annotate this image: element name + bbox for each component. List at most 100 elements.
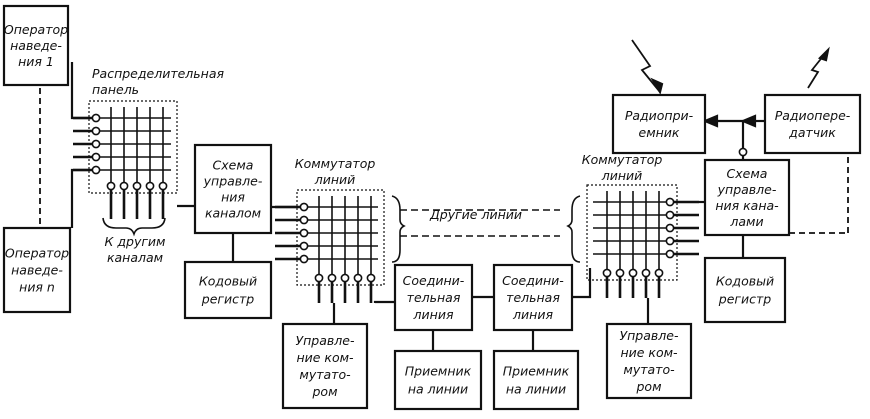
connecting-line-2-line-1: Соедини- [502,273,564,288]
arrow-from-radio-transmitter [740,114,757,128]
distribution-panel-grid-col-contact-2 [119,181,129,191]
operator-1-line-2: наведе- [10,38,62,53]
line-switch-left-grid-row-contact-2 [299,215,309,225]
channel-control-right-line-3: ния кана- [715,198,779,213]
channel-control-left-line-1: Схема [213,158,254,173]
line-receiver-1-box [393,349,483,411]
connecting-2-to-switch-right [572,268,592,299]
channel-control-left-line-3: ния [221,190,245,205]
line-switch-right-grid-col-contact-1 [602,268,612,278]
distribution-panel-grid-row-contact-1 [91,113,101,123]
line-switch-left-grid-col-contact-2 [327,273,337,283]
connecting-line-2-line-3: линия [512,307,553,322]
code-register-right-line-2: регистр [718,292,771,307]
switch-left-title-line-2: линий [314,172,356,187]
code-register-left-box [183,260,273,320]
brace-left [391,195,406,263]
line-switch-right-grid-row-contact-3 [665,223,675,233]
opn-to-panel [70,168,89,228]
switch-control-left-line-1: Управле- [296,333,355,348]
channel-control-right-contact [738,147,748,157]
line-switch-right-grid-row-contact-2 [665,210,675,220]
code-register-right-box [703,256,787,324]
code-register-right-line-1: Кодовый [716,274,774,289]
channel-control-right-box [703,158,791,237]
line-receiver-2-box [492,349,580,411]
operator-n-line-2: наведе- [11,263,63,278]
distribution-panel-title-line-2: панель [92,82,139,97]
channel-control-left-line-4: каналом [205,206,261,221]
distribution-panel-grid-row-contact-4 [91,152,101,162]
switch-right-title-line-1: Коммутатор [582,152,663,167]
distribution-panel-grid-row-contact-2 [91,126,101,136]
line-receiver-2-line-2: на линии [506,382,566,397]
operator-1-box [2,4,70,87]
distribution-panel-grid-row-contact-3 [91,139,101,149]
channel-control-right-line-1: Схема [727,166,768,181]
line-switch-right-grid-frame [586,184,678,281]
line-switch-right-grid-row-contact-4 [665,236,675,246]
line-receiver-1-line-1: Приемник [405,364,472,379]
switch-control-right-line-3: мутато- [623,362,675,377]
distribution-panel-grid-col-contact-4 [145,181,155,191]
lightning-transmitter-arrowhead [817,46,830,62]
brace-right [566,195,581,263]
switch-left-to-connecting-1 [373,300,395,304]
to-other-channels-line-2: каналам [107,250,163,265]
switch-control-left-line-4: ром [311,384,337,399]
line-switch-right-grid-col-contact-3 [628,268,638,278]
switch-control-left-box [281,322,369,410]
switch-control-right-line-1: Управле- [620,328,679,343]
switch-right-title-line-2: линий [601,168,643,183]
distribution-panel-title-line-1: Распределительная [92,66,224,81]
line-switch-left-grid-col-contact-1 [314,273,324,283]
to-other-channels-line-1: К другим [105,234,166,249]
operator-n-line-3: ния n [19,280,55,295]
line-switch-left-grid-col-contact-4 [353,273,363,283]
distribution-panel-grid-frame [88,100,178,194]
line-switch-right-grid-row-contact-5 [665,249,675,259]
line-switch-right-grid-row-contact-1 [665,197,675,207]
channel-control-left-box [193,143,273,235]
line-switch-left-grid-row-contact-4 [299,241,309,251]
switch-control-left-line-2: ние ком- [296,350,354,365]
switch-control-left-line-3: мутато- [299,367,351,382]
distribution-panel-grid-col-contact-5 [158,181,168,191]
line-receiver-1-line-2: на линии [408,382,468,397]
line-receiver-2-line-1: Приемник [503,364,570,379]
connecting-line-1-line-3: линия [413,307,454,322]
distribution-panel-grid-row-contact-5 [91,165,101,175]
code-register-left-line-1: Кодовый [199,274,257,289]
line-switch-right-grid-col-contact-5 [654,268,664,278]
line-switch-left-grid-col-contact-5 [366,273,376,283]
arrow-to-radio-receiver [702,114,719,128]
code-register-left-line-2: регистр [201,292,254,307]
operator-n-line-1: Оператор [5,246,69,261]
op1-to-panel [70,62,89,120]
line-switch-right-grid-col-contact-2 [615,268,625,278]
lightning-receiver-arrowhead [650,77,664,95]
other-lines-label: Другие линии [429,207,522,222]
distribution-panel-grid-col-contact-3 [132,181,142,191]
operator-1-line-1: Оператор [4,22,68,37]
radio-receiver-box [611,93,707,155]
lightning-transmitter-icon [807,49,829,89]
distribution-panel-grid-col-contact-1 [106,181,116,191]
line-switch-left-grid-frame [296,189,385,286]
channel-control-right-line-2: управле- [717,182,777,197]
connecting-line-1-line-2: тельная [407,290,461,305]
lightning-receiver-icon [631,39,661,93]
switch-control-right-line-2: ние ком- [620,345,678,360]
switch-left-title-line-1: Коммутатор [295,156,376,171]
brace-other-channels [102,217,166,237]
radio-receiver-line-1: Радиопри- [625,108,694,123]
channel-control-right-line-4: лами [729,214,763,229]
line-switch-right-grid [586,184,699,298]
line-switch-right-grid-col-contact-4 [641,268,651,278]
radio-transmitter-line-2: датчик [788,125,836,140]
switch-control-right-line-4: ром [635,379,661,394]
connecting-line-2-box [492,263,574,332]
line-switch-left-grid-row-contact-3 [299,228,309,238]
channel-control-left-line-2: управле- [203,174,263,189]
